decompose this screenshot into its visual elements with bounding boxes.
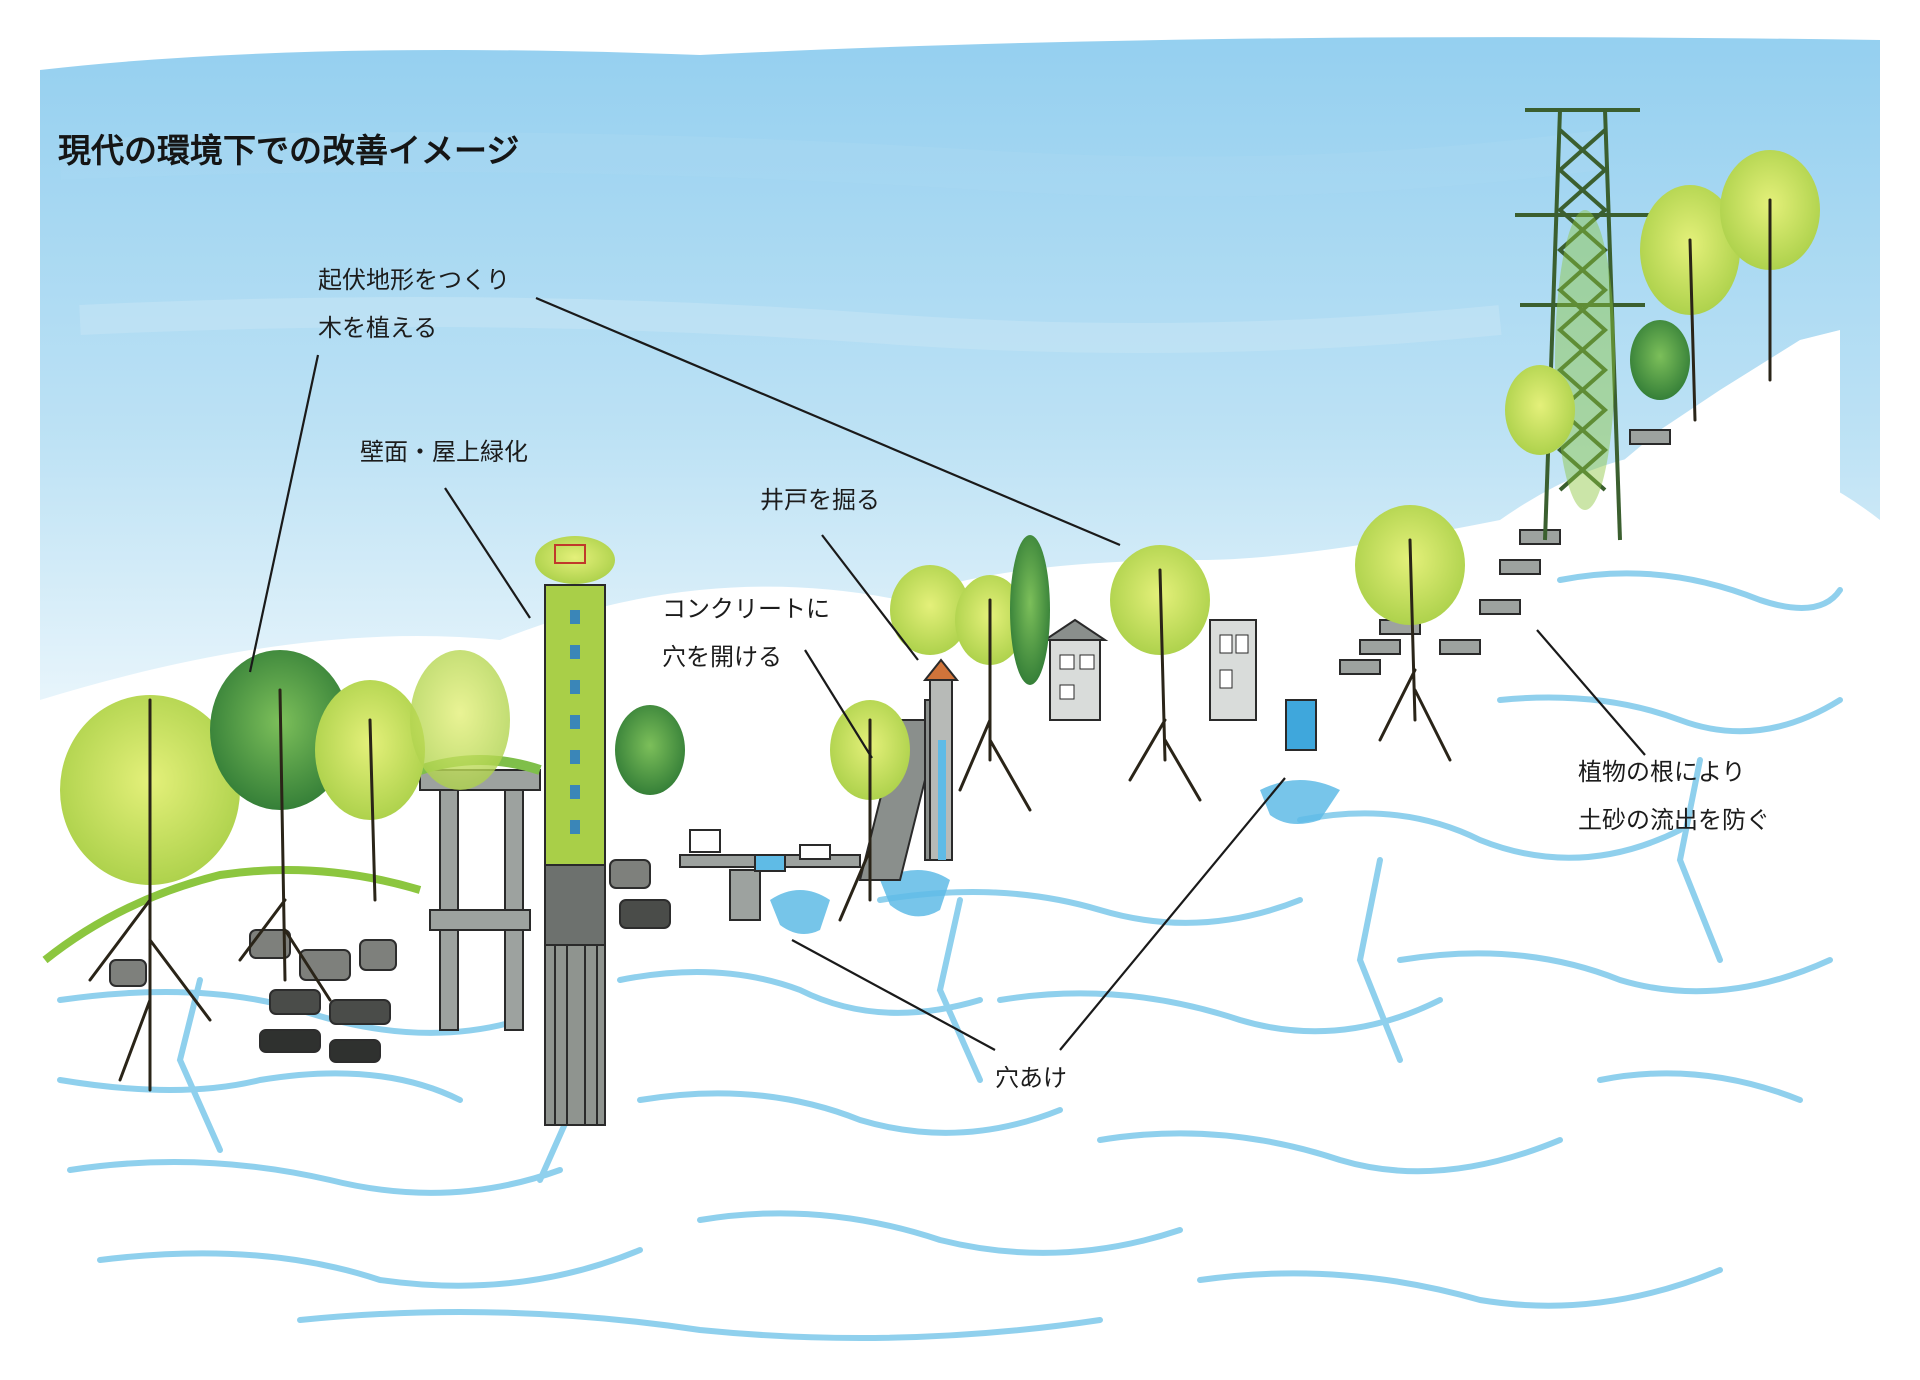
well <box>922 658 960 861</box>
label-concrete-line-2: 穴を開ける <box>662 643 782 671</box>
house-1 <box>1041 618 1109 721</box>
sky-streak <box>79 297 1502 353</box>
label-roots-line-1: 植物の根により <box>1578 758 1746 786</box>
sky-streak <box>59 130 1603 197</box>
green-tower <box>535 536 615 1126</box>
house-2 <box>1209 619 1257 721</box>
label-hole: 穴あけ <box>995 1064 1067 1092</box>
label-roots-line-2: 土砂の流出を防ぐ <box>1578 806 1770 834</box>
label-concrete-line-1: コンクリートに <box>662 595 830 623</box>
label-concrete: コンクリートに 穴を開ける <box>662 585 830 681</box>
label-terrain: 起伏地形をつくり 木を植える <box>318 256 510 352</box>
label-wall-roof: 壁面・屋上緑化 <box>360 438 528 466</box>
page-title: 現代の環境下での改善イメージ <box>58 131 520 170</box>
tree-trunks-and-roots <box>88 198 1772 1092</box>
grass-line <box>42 866 422 964</box>
pylon <box>1515 108 1650 541</box>
water-channel <box>1285 699 1317 751</box>
label-terrain-line-2: 木を植える <box>318 314 438 342</box>
water-pools <box>770 780 1340 934</box>
road-structures <box>679 829 861 921</box>
label-terrain-line-1: 起伏地形をつくり <box>318 266 510 294</box>
rubble <box>109 859 671 1063</box>
label-roots: 植物の根により 土砂の流出を防ぐ <box>1578 748 1770 844</box>
pylon-vines <box>1555 210 1615 510</box>
leader-lines <box>248 296 1646 1051</box>
hill-stairs <box>1339 429 1671 675</box>
underground-cracks <box>57 570 1843 1341</box>
label-well: 井戸を掘る <box>760 486 880 514</box>
